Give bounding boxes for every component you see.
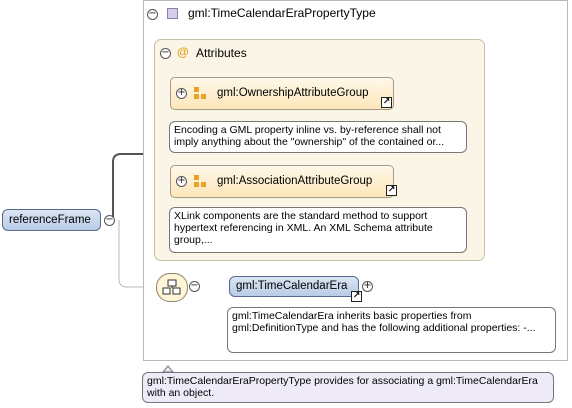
- association-group-label: gml:AssociationAttributeGroup: [217, 175, 373, 187]
- time-calendar-era-documentation: gml:TimeCalendarEra inherits basic prope…: [227, 307, 556, 353]
- time-calendar-era-element[interactable]: gml:TimeCalendarEra: [229, 276, 359, 297]
- attribute-group-icon: [194, 175, 207, 188]
- property-type-title: gml:TimeCalendarEraPropertyType: [188, 6, 376, 20]
- ownership-group-documentation: Encoding a GML property inline vs. by-re…: [169, 121, 467, 153]
- attribute-at-icon: @: [177, 45, 189, 59]
- ownership-group-expand-toggle[interactable]: +: [176, 87, 187, 99]
- sequence-icon: [162, 279, 181, 295]
- sequence-collapse-toggle[interactable]: −: [189, 280, 200, 292]
- reference-frame-element[interactable]: referenceFrame: [2, 209, 101, 231]
- association-group-documentation: XLink components are the standard method…: [169, 207, 467, 253]
- association-attribute-group[interactable]: [170, 165, 394, 198]
- attributes-collapse-toggle[interactable]: −: [160, 47, 171, 59]
- time-calendar-era-link-icon[interactable]: ↗: [351, 291, 362, 302]
- association-group-link-icon[interactable]: ↗: [386, 185, 397, 196]
- ownership-attribute-group[interactable]: [170, 77, 394, 110]
- property-type-documentation: gml:TimeCalendarEraPropertyType provides…: [142, 372, 554, 403]
- attributes-title: Attributes: [196, 46, 247, 60]
- property-type-collapse-toggle[interactable]: −: [147, 8, 158, 20]
- complex-type-icon: [167, 8, 178, 19]
- ownership-group-link-icon[interactable]: ↗: [381, 97, 392, 108]
- reference-frame-collapse-toggle[interactable]: −: [104, 214, 115, 226]
- association-group-expand-toggle[interactable]: +: [176, 175, 187, 187]
- ownership-group-label: gml:OwnershipAttributeGroup: [217, 87, 369, 99]
- attribute-group-icon: [194, 87, 207, 100]
- time-calendar-era-expand-toggle[interactable]: +: [362, 280, 373, 292]
